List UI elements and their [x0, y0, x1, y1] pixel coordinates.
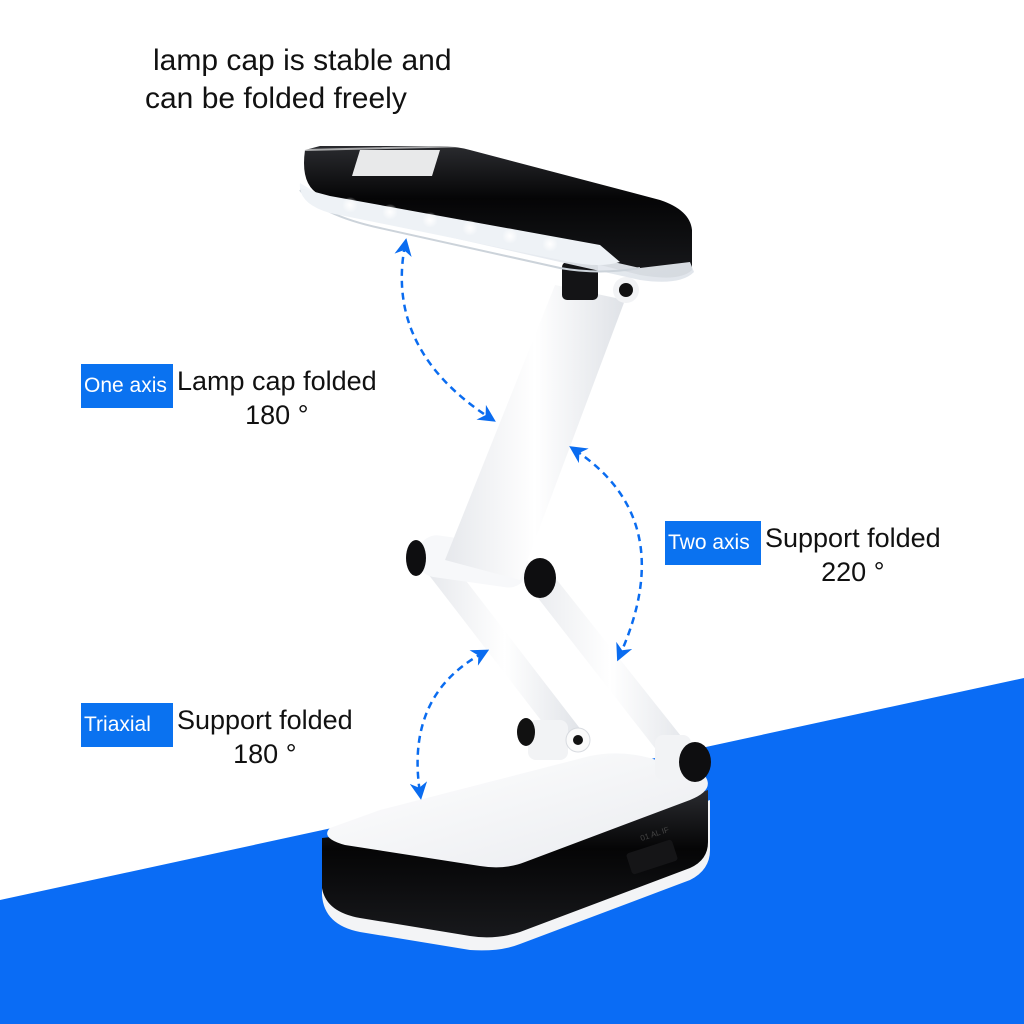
- tag-one-axis: One axis: [81, 364, 173, 408]
- headline-line-1: lamp cap is stable and: [153, 44, 452, 77]
- callout-triaxial-title: Support folded: [177, 705, 353, 735]
- callout-one-axis-title: Lamp cap folded: [177, 366, 377, 396]
- callout-two-axis-text: Support folded 220 °: [765, 521, 941, 589]
- knob-middle-right: [524, 558, 556, 598]
- lower-arm-right: [520, 565, 700, 770]
- headline-line-2: can be folded freely: [145, 82, 407, 115]
- tag-two-axis: Two axis: [665, 521, 761, 565]
- arrow-two-axis-icon: [569, 446, 644, 662]
- callout-two-axis-angle: 220 °: [821, 557, 885, 587]
- tag-triaxial: Triaxial: [81, 703, 173, 747]
- knob-middle-left: [406, 540, 426, 576]
- arrow-one-axis-icon: [394, 238, 496, 422]
- callout-two-axis: Two axis Support folded 220 °: [665, 521, 941, 589]
- callout-triaxial-text: Support folded 180 °: [177, 703, 353, 771]
- lamp-head: [299, 144, 694, 282]
- arrow-triaxial-icon: [409, 649, 490, 800]
- lamp-base: 01 AL IF: [322, 753, 710, 951]
- knob-base-right: [679, 742, 711, 782]
- headline: lamp cap is stable and can be folded fre…: [145, 42, 505, 118]
- upper-arm: [445, 285, 625, 580]
- callout-triaxial-angle: 180 °: [233, 739, 297, 769]
- lower-arm-left: [425, 560, 585, 745]
- callout-one-axis: One axis Lamp cap folded 180 °: [81, 364, 377, 432]
- callout-one-axis-angle: 180 °: [245, 400, 309, 430]
- callout-one-axis-text: Lamp cap folded 180 °: [177, 364, 377, 432]
- callout-two-axis-title: Support folded: [765, 523, 941, 553]
- knob-base-left: [517, 718, 535, 746]
- callout-triaxial: Triaxial Support folded 180 °: [81, 703, 353, 771]
